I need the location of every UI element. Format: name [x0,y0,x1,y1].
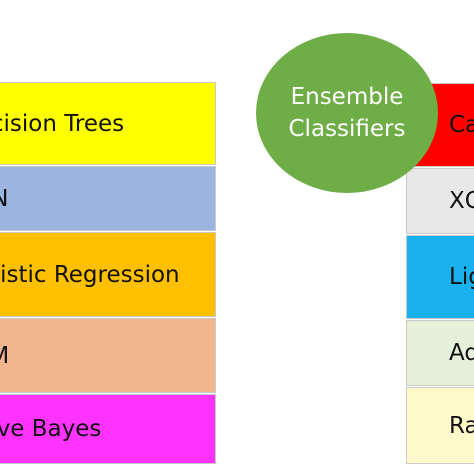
ensemble-classifiers-circle: Ensemble Classifiers [256,33,438,193]
base-classifier-label: SVM [0,343,9,369]
base-classifier-label: Decision Trees [0,110,125,137]
base-classifier-svm: SVM [0,318,216,393]
ensemble-classifier-label: Lig [449,264,474,290]
ensemble-classifier-2: XG [406,168,474,234]
base-classifier-decision-trees: Decision Trees [0,82,216,165]
ensemble-title-line2: Classifiers [288,116,406,142]
ensemble-classifier-label: Ad [449,340,474,366]
base-classifier-naive-bayes: Naive Bayes [0,394,216,464]
ensemble-classifier-5: Ra [406,387,474,464]
ensemble-classifier-4: Ad [406,320,474,386]
ensemble-classifier-label: XG [449,188,474,214]
ensemble-classifier-label: Ca [449,112,474,138]
base-classifier-logistic-regression: Logistic Regression [0,232,216,317]
base-classifier-label: Naive Bayes [0,416,102,442]
ensemble-classifier-label: Ra [449,412,474,439]
base-classifier-label: Logistic Regression [0,261,180,288]
ensemble-title-line1: Ensemble [290,84,404,110]
ensemble-classifier-3: Lig [406,235,474,319]
base-classifier-knn: KNN [0,166,216,231]
base-classifier-label: KNN [0,186,9,212]
